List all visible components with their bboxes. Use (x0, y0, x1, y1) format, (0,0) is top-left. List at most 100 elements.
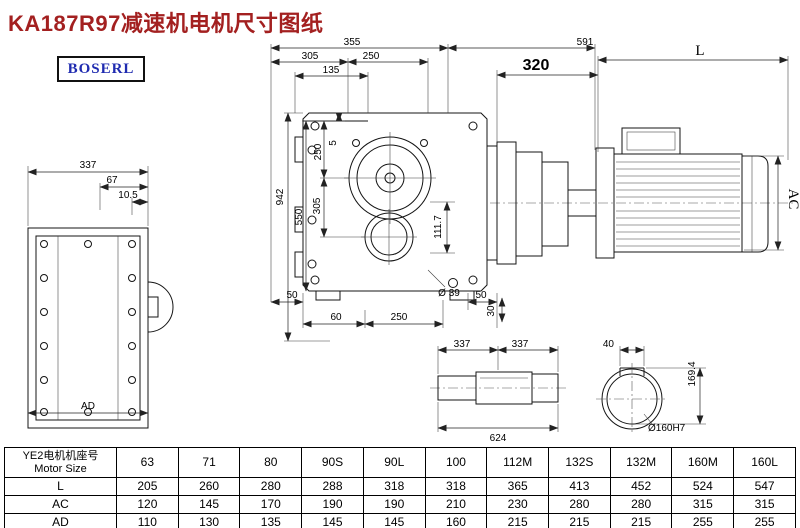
brand-logo-box: BOSERL (57, 56, 145, 82)
motor-size-value: 90S (301, 447, 364, 478)
value-AC: 145 (177, 495, 241, 514)
value-L: 318 (424, 477, 488, 496)
dim-top-305: 305 (302, 51, 319, 62)
left-view-outline (27, 227, 149, 429)
dim-left-337: 337 (80, 160, 97, 171)
motor-size-value: 100 (424, 447, 488, 478)
motor-size-value: 132M (609, 447, 673, 478)
motor-size-value: 71 (177, 447, 241, 478)
motor-size-label-cn: YE2电机机座号 (22, 449, 99, 462)
value-AC: 190 (362, 495, 426, 514)
value-AC: 315 (733, 495, 796, 514)
value-AC: 210 (424, 495, 488, 514)
value-AD: 110 (116, 513, 179, 528)
motor-side-view: 320 L AC (490, 43, 800, 265)
dim-keyway-40: 40 (603, 339, 615, 350)
row-label-AD: AD (4, 513, 117, 528)
value-AD: 145 (362, 513, 426, 528)
value-AD: 255 (671, 513, 735, 528)
dim-main-5: 5 (328, 140, 339, 146)
dim-motor-L: L (695, 43, 704, 59)
dim-bottom-60: 60 (330, 312, 342, 323)
vertical-dimensions: 942 550 305 250 5 111.7 (275, 112, 455, 342)
value-L: 365 (486, 477, 550, 496)
dim-bottom-30: 30 (486, 305, 497, 317)
value-L: 524 (671, 477, 735, 496)
table-header-row: YE2电机机座号 Motor Size 63 71 80 90S 90L 100… (4, 447, 796, 478)
value-AC: 170 (239, 495, 303, 514)
value-L: 280 (239, 477, 303, 496)
value-L: 452 (609, 477, 673, 496)
dim-top-591: 591 (577, 37, 594, 48)
table-row-AC: AC 120 145 170 190 190 210 230 280 280 3… (4, 495, 796, 514)
motor-size-value: 80 (239, 447, 303, 478)
motor-fins (616, 161, 740, 247)
output-bore (361, 209, 417, 265)
value-L: 413 (548, 477, 611, 496)
motor-size-value: 112M (486, 447, 550, 478)
main-front-view: 355 591 305 250 135 9 (270, 37, 596, 342)
value-L: 260 (177, 477, 241, 496)
dim-main-305: 305 (312, 197, 323, 214)
dim-bottom-250: 250 (391, 312, 408, 323)
dim-main-550: 550 (294, 208, 305, 225)
dim-bore-169-4: 169.4 (687, 361, 698, 386)
value-AD: 160 (424, 513, 488, 528)
dim-shaft-624: 624 (490, 433, 507, 444)
motor-size-header-cell: YE2电机机座号 Motor Size (4, 447, 117, 478)
table-row-AD: AD 110 130 135 145 145 160 215 215 215 2… (4, 513, 796, 528)
bottom-dimensions: 50 60 250 Ø 39 50 30 (270, 269, 506, 328)
main-view-bolt-holes (307, 121, 478, 288)
value-AC: 315 (671, 495, 735, 514)
value-AD: 130 (177, 513, 241, 528)
motor-size-value: 160M (671, 447, 735, 478)
dim-bottom-50-right: 50 (475, 290, 487, 301)
dim-top-250: 250 (363, 51, 380, 62)
dim-left-10-5: 10.5 (118, 190, 138, 201)
terminal-box (621, 127, 681, 155)
dim-top-135: 135 (323, 65, 340, 76)
table-row-L: L 205 260 280 288 318 318 365 413 452 52… (4, 477, 796, 496)
dim-top-355: 355 (344, 37, 361, 48)
dim-left-AD: AD (81, 401, 95, 412)
value-AD: 255 (733, 513, 796, 528)
dim-main-942: 942 (275, 188, 286, 205)
top-dimensions: 355 591 305 250 135 (270, 37, 596, 302)
motor-size-value: 63 (116, 447, 179, 478)
motor-size-table: YE2电机机座号 Motor Size 63 71 80 90S 90L 100… (4, 447, 796, 528)
value-AD: 145 (301, 513, 364, 528)
motor-size-value: 160L (733, 447, 796, 478)
value-AD: 215 (609, 513, 673, 528)
row-label-L: L (4, 477, 117, 496)
dim-bottom-50-left: 50 (286, 290, 298, 301)
dim-shaft-337-a: 337 (454, 339, 471, 350)
gearbox-outline (302, 112, 488, 292)
row-label-AC: AC (4, 495, 117, 514)
technical-drawing: 337 67 10.5 AD (27, 37, 800, 444)
output-shaft-view: 337 337 624 (430, 339, 568, 444)
value-AD: 215 (486, 513, 550, 528)
value-AC: 280 (548, 495, 611, 514)
dim-main-250: 250 (313, 143, 324, 160)
value-L: 205 (116, 477, 179, 496)
value-L: 288 (301, 477, 364, 496)
value-L: 318 (362, 477, 426, 496)
dim-left-67: 67 (106, 175, 118, 186)
motor-size-value: 132S (548, 447, 611, 478)
dim-shaft-337-b: 337 (512, 339, 529, 350)
shaft-bore-view: 40 169.4 Ø160H7 (596, 339, 706, 435)
value-AD: 215 (548, 513, 611, 528)
motor-size-value: 90L (362, 447, 426, 478)
dim-motor-320: 320 (523, 57, 550, 74)
value-L: 547 (733, 477, 796, 496)
value-AD: 135 (239, 513, 303, 528)
dim-main-111-7: 111.7 (433, 215, 444, 239)
page-title: KA187R97减速机电机尺寸图纸 (8, 11, 324, 36)
dim-bore-dia-160: Ø160H7 (648, 423, 686, 434)
value-AC: 280 (609, 495, 673, 514)
dim-bottom-dia-39: Ø 39 (438, 288, 460, 299)
brand-logo-text: BOSERL (67, 60, 135, 77)
left-side-view: 337 67 10.5 AD (27, 160, 174, 429)
fan-cowl (741, 155, 769, 253)
